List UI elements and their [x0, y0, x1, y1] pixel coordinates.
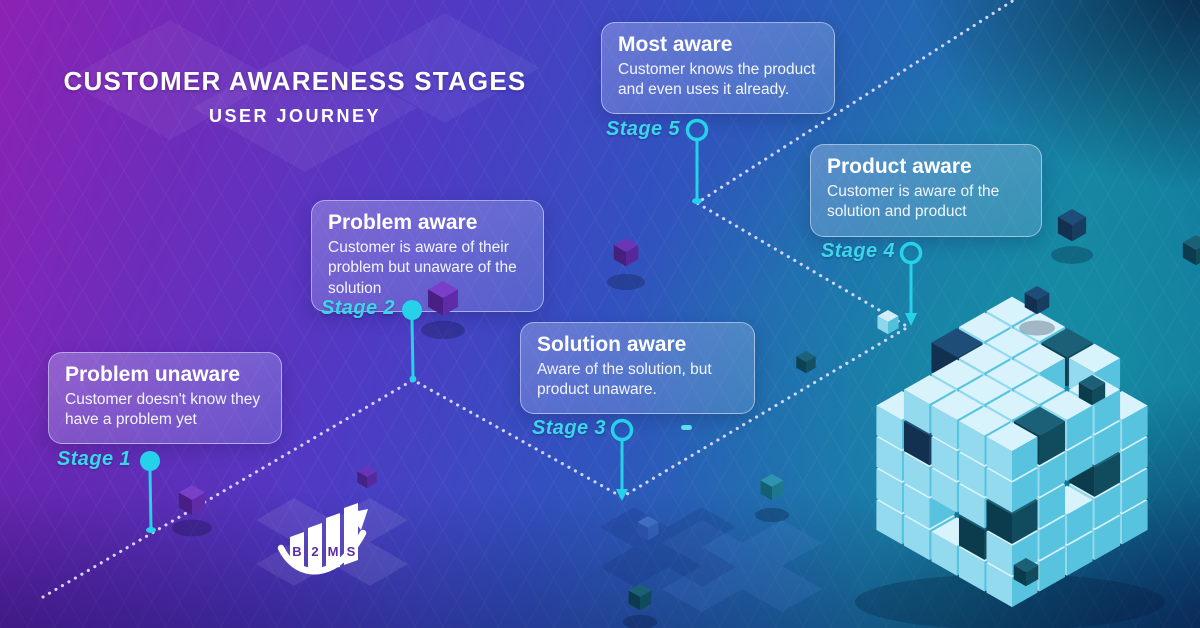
stage-card-description: Customer is aware of the solution and pr…: [827, 183, 1000, 221]
stage-card-description: Customer knows the product and even uses…: [618, 61, 816, 99]
logo-letter: B: [292, 544, 301, 559]
arrowhead-down-icon: [616, 489, 628, 501]
b2ms-logo: B 2 M S: [277, 503, 368, 575]
stage-label-1: Stage 1: [57, 448, 131, 470]
logo-letters: B 2 M S: [292, 544, 355, 559]
stage-label-2: Stage 2: [321, 297, 395, 319]
stage-label-5: Stage 5: [606, 118, 680, 140]
stage-label-3: Stage 3: [532, 417, 606, 439]
stage4-ring-icon: [899, 241, 923, 265]
logo-arrowhead-icon: [348, 509, 368, 530]
stage-card-description: Customer doesn't know they have a proble…: [65, 391, 261, 429]
stage-card-description: Aware of the solution, but product unawa…: [537, 361, 712, 399]
logo-letter: M: [328, 544, 339, 559]
stage-card-2: Problem aware Customer is aware of their…: [311, 200, 544, 313]
stage-card-description: Customer is aware of their problem but u…: [328, 239, 517, 297]
logo-letter: S: [347, 544, 356, 559]
stage-card-title: Solution aware: [537, 333, 687, 356]
logo-letter: 2: [311, 544, 318, 559]
stage-card-title: Problem aware: [328, 211, 478, 234]
stage-card-title: Problem unaware: [65, 363, 241, 386]
page-subtitle: USER JOURNEY: [208, 106, 382, 126]
stage-card-4: Product aware Customer is aware of the s…: [810, 144, 1042, 237]
stage1-filled-dot-icon: [140, 451, 160, 471]
stage-card-title: Product aware: [827, 155, 972, 178]
stage-card-3: Solution aware Aware of the solution, bu…: [520, 322, 755, 414]
stage5-ring-icon: [685, 118, 709, 142]
logo-swoosh-arrow: [277, 529, 367, 575]
title-block: CUSTOMER AWARENESS STAGES USER JOURNEY: [58, 66, 532, 127]
logo-bars: [290, 503, 358, 569]
stage3-ring-icon: [610, 418, 634, 442]
stage-card-1: Problem unaware Customer doesn't know th…: [48, 352, 282, 444]
stage-card-title: Most aware: [618, 33, 733, 56]
arrowhead-down-icon: [905, 313, 917, 326]
stage-card-5: Most aware Customer knows the product an…: [601, 22, 835, 114]
page-title: CUSTOMER AWARENESS STAGES: [63, 66, 527, 96]
stage-label-4: Stage 4: [821, 240, 895, 262]
path-dash: [681, 425, 692, 430]
